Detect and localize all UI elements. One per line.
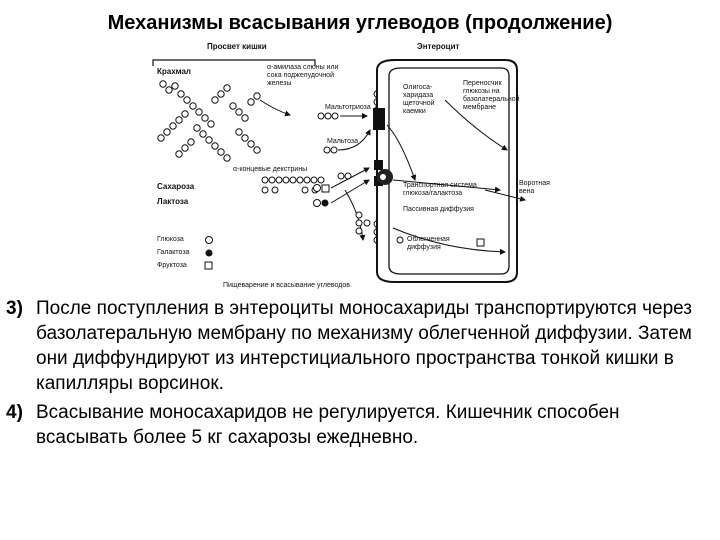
sucrose-label: Сахароза: [157, 182, 195, 191]
enterocyte-label: Энтероцит: [417, 42, 460, 51]
legend-fructose: Фруктоза: [157, 262, 187, 269]
facilitated-diffusion-label: Облегченная диффузия: [407, 236, 450, 251]
portal-vein-label: Воротная вена: [519, 180, 550, 195]
legend-glucose: Глюкоза: [157, 236, 184, 243]
legend-galactose: Галактоза: [157, 249, 190, 256]
oligosaccharidase-label: Олигоса-харидаза щеточной каемки: [403, 84, 435, 115]
maltose-label: Мальтоза: [327, 138, 359, 145]
glucose-carrier-label: Переносчик глюкозы на базолатеральной ме…: [463, 80, 520, 111]
amylase-label: α-амилаза слюны или сока поджелудочной ж…: [267, 64, 339, 87]
paragraph-3-text: После поступления в энтероциты моносахар…: [36, 298, 693, 394]
slide-title: Механизмы всасывания углеводов (продолже…: [107, 12, 613, 34]
lumen-label: Просвет кишки: [207, 42, 267, 51]
paragraph-4-text: Всасывание моносахаридов не регулируется…: [36, 402, 620, 448]
transport-system-label: Транспортная система глюкоза/галактоза: [403, 182, 477, 197]
paragraph-4: 4) Всасывание моносахаридов не регулируе…: [6, 400, 712, 450]
paragraph-4-number: 4): [6, 402, 23, 423]
paragraph-3-number: 3): [6, 298, 23, 319]
diagram-drawing: [152, 59, 526, 283]
starch-label: Крахмал: [157, 67, 192, 76]
diagram-caption: Пищеварение и всасывание углеводов.: [223, 282, 352, 289]
carbohydrate-absorption-diagram: Просвет кишки Энтероцит Крахмал α-амилаз…: [145, 40, 565, 295]
body-text: 3) После поступления в энтероциты моноса…: [6, 296, 712, 454]
dextrins-label: α-концевые декстрины: [233, 166, 308, 173]
maltotriose-label: Мальтотриоза: [325, 104, 371, 111]
lactose-label: Лактоза: [157, 197, 189, 206]
passive-diffusion-label: Пассивная диффузия: [403, 206, 474, 213]
paragraph-3: 3) После поступления в энтероциты моноса…: [6, 296, 712, 396]
